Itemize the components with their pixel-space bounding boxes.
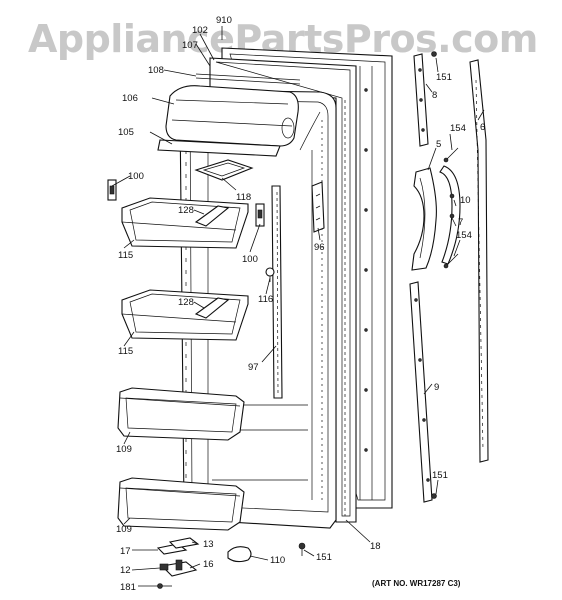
label-100-right: 100 xyxy=(242,254,258,265)
label-105: 105 xyxy=(118,127,134,138)
label-110: 110 xyxy=(270,555,285,566)
label-16: 16 xyxy=(203,559,214,570)
label-910: 910 xyxy=(216,15,232,26)
door-bin-middle xyxy=(121,289,249,341)
shelf-support-right xyxy=(255,203,265,227)
handle-5 xyxy=(411,167,437,271)
shelf-support-left xyxy=(107,179,117,201)
door-outer-holes xyxy=(364,88,368,452)
label-8: 8 xyxy=(432,90,437,101)
door-rail xyxy=(271,185,283,399)
screw-154-lower xyxy=(443,253,459,269)
label-97: 97 xyxy=(248,362,259,373)
label-17: 17 xyxy=(120,546,131,557)
label-18: 18 xyxy=(370,541,381,552)
door-shelf-upper xyxy=(117,387,245,441)
trim-6 xyxy=(469,59,489,463)
label-5: 5 xyxy=(436,139,441,150)
label-181: 181 xyxy=(120,582,136,593)
screw-154-upper xyxy=(443,147,459,163)
label-115-lower: 115 xyxy=(118,346,133,357)
door-bin-upper xyxy=(121,197,249,249)
part-labels: 910 102 107 108 106 105 100 118 128 115 … xyxy=(116,15,485,593)
part-96-bracket xyxy=(311,181,325,233)
label-154-upper: 154 xyxy=(450,123,466,134)
trim-8 xyxy=(413,53,429,147)
label-13: 13 xyxy=(203,539,214,550)
leader-lines xyxy=(111,26,485,587)
label-108: 108 xyxy=(148,65,164,76)
label-106: 106 xyxy=(122,93,138,104)
label-116: 116 xyxy=(258,294,273,305)
part-12 xyxy=(159,563,169,571)
label-7: 7 xyxy=(458,217,463,228)
label-102: 102 xyxy=(192,25,208,36)
butter-dish xyxy=(194,159,254,181)
door-shelf-lower xyxy=(117,477,245,531)
label-151-bottom: 151 xyxy=(316,552,332,563)
label-96: 96 xyxy=(314,242,325,253)
hinge-16 xyxy=(160,559,198,577)
part-110-cover xyxy=(227,546,252,563)
label-128-upper: 128 xyxy=(178,205,194,216)
label-100-left: 100 xyxy=(128,171,144,182)
label-10: 10 xyxy=(460,195,471,206)
label-151-right: 151 xyxy=(432,470,448,481)
screw-151-bottom xyxy=(298,542,306,556)
screw-181 xyxy=(157,583,172,589)
label-154-lower: 154 xyxy=(456,230,472,241)
label-109-upper: 109 xyxy=(116,444,132,455)
label-107: 107 xyxy=(182,40,198,51)
label-9: 9 xyxy=(434,382,439,393)
trim-9 xyxy=(409,281,433,503)
screw-151-top xyxy=(431,51,437,57)
label-118: 118 xyxy=(236,192,251,203)
label-109-lower: 109 xyxy=(116,524,132,535)
dairy-compartment xyxy=(157,73,301,157)
handle-bracket-10 xyxy=(439,165,461,265)
label-128-lower: 128 xyxy=(178,297,194,308)
screw-151-right xyxy=(431,493,437,499)
label-6: 6 xyxy=(480,122,485,133)
label-12: 12 xyxy=(120,565,131,576)
label-115-upper: 115 xyxy=(118,250,133,261)
label-151-top: 151 xyxy=(436,72,452,83)
art-number: (ART NO. WR17287 C3) xyxy=(372,579,461,588)
